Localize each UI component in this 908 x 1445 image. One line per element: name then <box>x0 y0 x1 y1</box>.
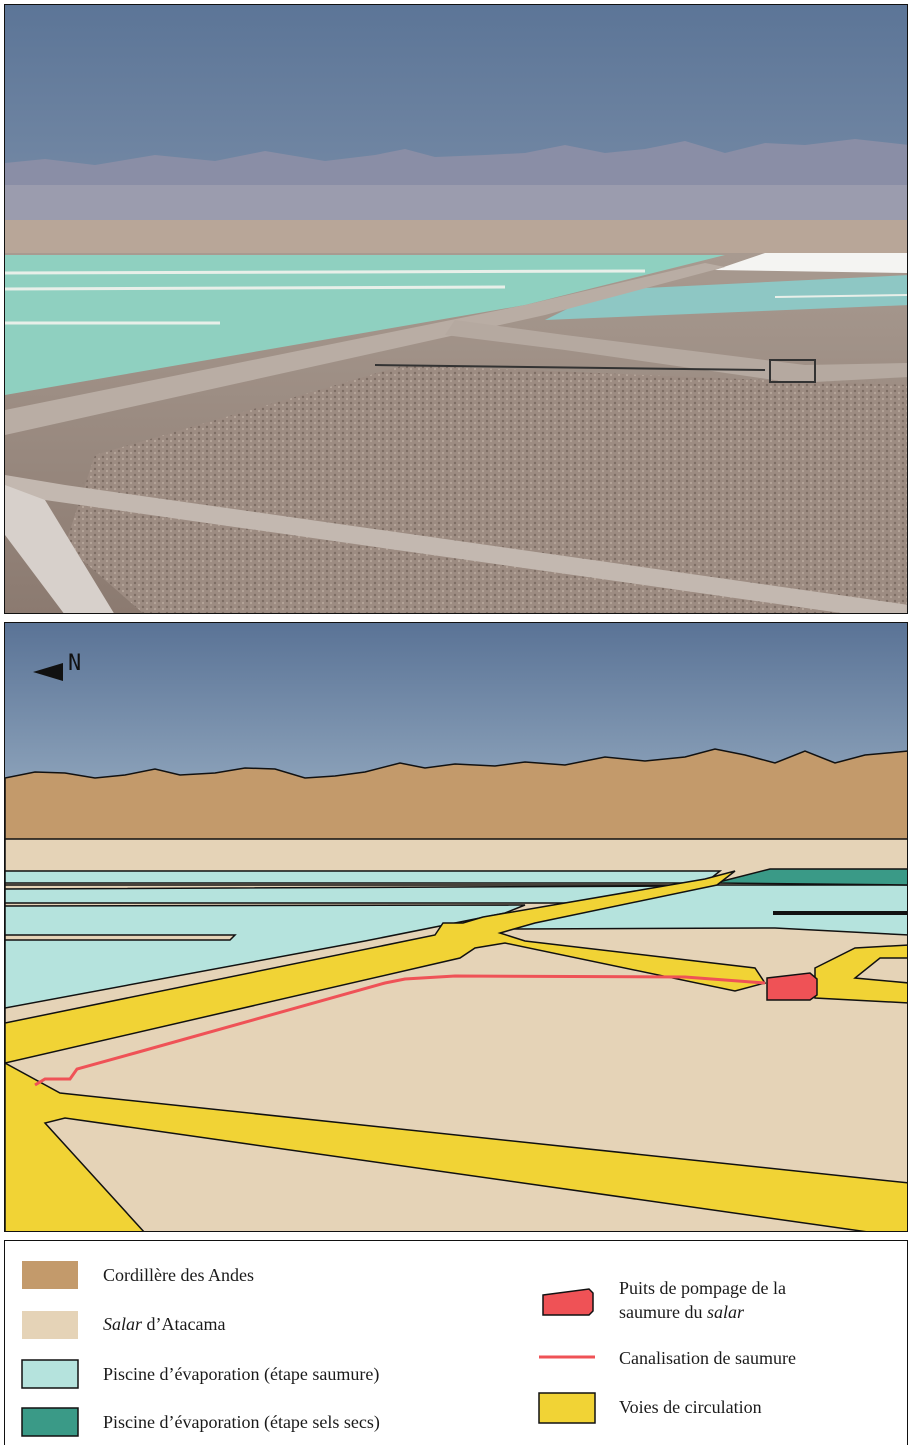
photo-pipe <box>374 364 766 371</box>
photo-rough-field <box>65 365 907 613</box>
map-pool-brine-strip-1 <box>5 870 723 884</box>
interpretive-map <box>5 623 907 1231</box>
legend-label-well-line1: Puits de pompage de la <box>619 1278 786 1298</box>
map-panel: N <box>4 622 908 1232</box>
photo-pool-dike-2 <box>5 285 506 291</box>
legend-label-pipe: Canalisation de saumure <box>619 1348 796 1368</box>
legend-label-roads: Voies de circulation <box>619 1397 762 1417</box>
legend-swatch-roads <box>538 1392 596 1424</box>
photo-pool-right <box>545 275 907 320</box>
photo-pool-dike-1 <box>5 269 646 275</box>
north-label: N <box>68 651 82 676</box>
photo-pool-left <box>5 255 725 395</box>
map-road-right <box>814 944 907 1004</box>
photo-pump-station <box>769 359 816 383</box>
salar-photo <box>5 5 907 613</box>
photo-road-diagonal <box>5 475 907 613</box>
legend-label-well-line2: saumure du salar <box>619 1301 744 1323</box>
photo-road-main <box>5 263 725 435</box>
legend-swatches <box>21 1261 596 1437</box>
legend-swatch-pool-dry <box>21 1407 79 1437</box>
legend-label-well-prefix: saumure du <box>619 1302 707 1322</box>
legend-label-andes: Cordillère des Andes <box>103 1265 254 1285</box>
legend-swatch-well <box>542 1288 594 1316</box>
north-arrow-icon <box>33 663 63 681</box>
legend-label-pool-dry: Piscine d’évaporation (étape sels secs) <box>103 1412 380 1432</box>
map-pool-dry-salt <box>714 868 907 886</box>
legend-label-salar-rest: d’Atacama <box>142 1314 226 1334</box>
legend-label-salar: Salar d’Atacama <box>103 1313 225 1335</box>
legend-label-salar-italic: Salar <box>103 1314 143 1334</box>
photo-panel <box>4 4 908 614</box>
photo-pool-dike-4 <box>774 294 907 298</box>
legend-swatch-pool-brine <box>21 1359 79 1389</box>
legend-swatch-andes <box>22 1261 78 1289</box>
photo-road-lower-left <box>5 485 114 613</box>
legend-label-well-italic: salar <box>706 1302 744 1322</box>
photo-salt-pile <box>715 253 907 273</box>
legend-panel: Cordillère des Andes Salar d’Atacama Pis… <box>4 1240 908 1445</box>
map-pool-brine-left <box>5 904 526 1009</box>
photo-haze <box>5 185 907 225</box>
map-pump-well <box>766 972 818 1001</box>
map-andes <box>5 748 907 840</box>
legend-label-pool-brine: Piscine d’évaporation (étape saumure) <box>103 1364 380 1384</box>
map-road-lower <box>5 1062 907 1231</box>
photo-road-cross <box>445 320 907 383</box>
legend-swatch-salar <box>22 1311 78 1339</box>
map-brine-pipe <box>34 974 766 1087</box>
